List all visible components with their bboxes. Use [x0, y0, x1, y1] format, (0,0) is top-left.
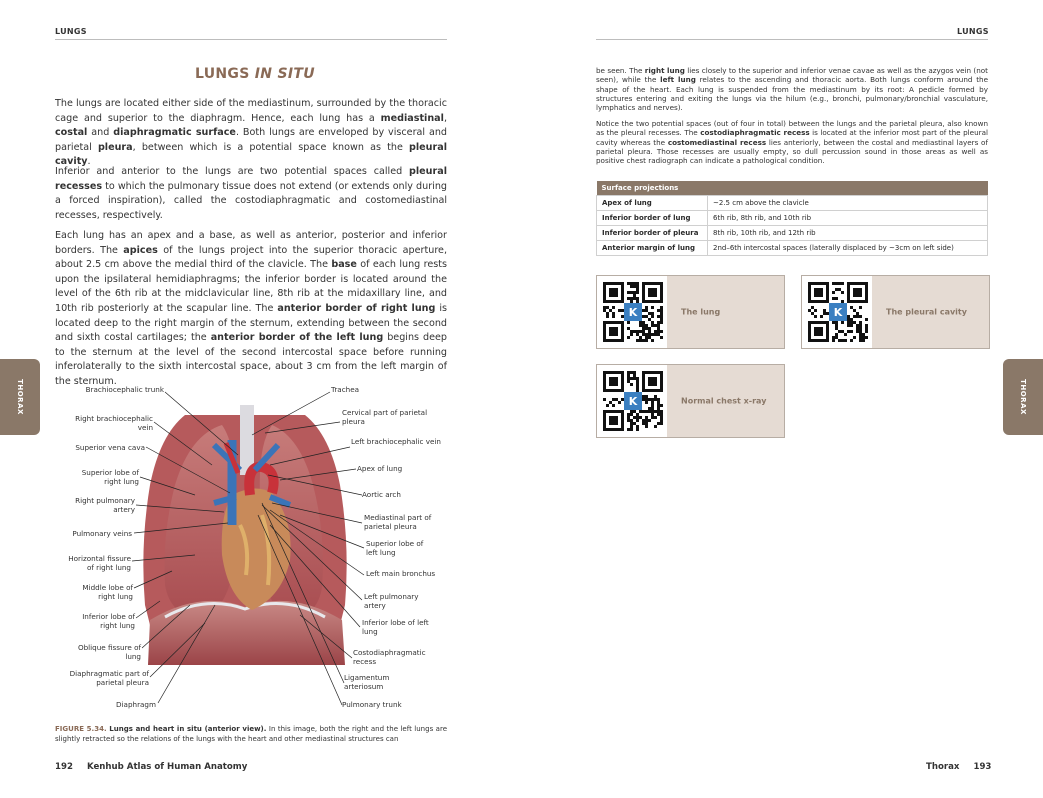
kenhub-badge-icon [624, 392, 642, 410]
label-trachea: Trachea [331, 385, 360, 394]
section-title: LUNGS IN SITU [195, 66, 315, 82]
left-running-header: LUNGS [55, 27, 87, 36]
trachea-shape [240, 405, 254, 475]
kenhub-badge-letter: K [834, 306, 843, 319]
qr-card-panel: Normal chest x-ray [667, 365, 784, 437]
surface-projections-table: Surface projections Apex of lung~2.5 cm … [596, 181, 988, 256]
table-cell-value: 6th rib, 8th rib, and 10th rib [707, 210, 988, 226]
section-title-italic: IN SITU [254, 66, 315, 82]
label-right-pulmonary-artery: Right pulmonary artery [75, 496, 135, 514]
figure-number: FIGURE 5.34. [55, 725, 107, 733]
label-middle-lobe: Middle lobe of right lung [82, 583, 133, 601]
label-mediastinal-pleura: Mediastinal part of parietal pleura [364, 513, 432, 531]
qr-card-label: Normal chest x-ray [681, 396, 767, 406]
left-paragraph-3: Each lung has an apex and a base, as wel… [55, 230, 448, 387]
aorta-shape [244, 461, 279, 496]
diaphragm-shape [148, 600, 345, 665]
kenhub-badge-icon [829, 303, 847, 321]
qr-card-panel: The pleural cavity [872, 276, 989, 348]
figure-caption-text: In this image, both the right and the le… [55, 725, 448, 743]
qr-card-pleural-cavity[interactable]: K The pleural cavity [801, 275, 990, 349]
label-inferior-lobe-left: Inferior lobe of left lung [362, 618, 429, 636]
label-diaphragm: Diaphragm [116, 700, 156, 709]
right-thorax-tab[interactable]: THORAX [1003, 359, 1043, 435]
right-footer-chapter: Thorax [926, 762, 960, 772]
right-lung [164, 425, 236, 620]
label-left-brachiocephalic-vein: Left brachiocephalic vein [351, 437, 441, 446]
label-horizontal-fissure: Horizontal fissure of right lung [68, 554, 131, 572]
qr-code-icon: K [808, 282, 868, 342]
section-title-main: LUNGS [195, 66, 255, 82]
left-footer-book-title: Kenhub Atlas of Human Anatomy [86, 762, 248, 772]
right-page-number: 193 [973, 762, 992, 772]
label-pulmonary-trunk: Pulmonary trunk [342, 700, 402, 709]
left-thorax-tab[interactable]: THORAX [0, 359, 40, 435]
label-superior-lobe-right-lung: Superior lobe of right lung [81, 468, 139, 486]
right-paragraph-1: be seen. The right lung lies closely to … [596, 66, 988, 113]
right-running-header: LUNGS [957, 27, 989, 36]
qr-code-icon: K [603, 371, 663, 431]
label-apex-of-lung: Apex of lung [357, 464, 403, 473]
table-cell-value: 8th rib, 10th rib, and 12th rib [707, 225, 988, 241]
label-cervical-pleura: Cervical part of parietal pleura [342, 408, 428, 426]
qr-card-the-lung[interactable]: K The lung [596, 275, 785, 349]
left-header-rule [55, 39, 447, 40]
label-pulmonary-veins: Pulmonary veins [72, 529, 132, 538]
kenhub-badge-icon [624, 303, 642, 321]
kenhub-badge-letter: K [629, 395, 638, 408]
kenhub-badge-letter: K [629, 306, 638, 319]
label-costodiaphragmatic-recess: Costodiaphragmatic recess [353, 648, 426, 666]
qr-code-icon: K [603, 282, 663, 342]
right-footer: Thorax 193 [926, 762, 991, 772]
table-cell-key: Anterior margin of lung [596, 240, 708, 256]
left-paragraph-2: Inferior and anterior to the lungs are t… [55, 166, 447, 221]
qr-card-normal-chest-xray[interactable]: K Normal chest x-ray [596, 364, 785, 438]
label-oblique-fissure: Oblique fissure of lung [77, 643, 141, 661]
label-diaphragmatic-pleura: Diaphragmatic part of parietal pleura [69, 669, 149, 687]
label-ligamentum-arteriosum: Ligamentum arteriosum [344, 673, 390, 691]
right-header-rule [596, 39, 988, 40]
qr-card-label: The pleural cavity [886, 307, 967, 317]
label-superior-vena-cava: Superior vena cava [75, 443, 145, 452]
label-inferior-lobe-right: Inferior lobe of right lung [82, 612, 135, 630]
label-superior-lobe-left: Superior lobe of left lung [366, 539, 424, 557]
qr-card-panel: The lung [667, 276, 784, 348]
left-page-number: 192 [55, 762, 73, 772]
label-left-pulmonary-artery: Left pulmonary artery [364, 592, 419, 610]
figure-caption: FIGURE 5.34. Lungs and heart in situ (an… [55, 725, 447, 744]
table-cell-value: ~2.5 cm above the clavicle [707, 195, 988, 211]
table-header: Surface projections [596, 181, 988, 196]
label-aortic-arch: Aortic arch [362, 490, 401, 499]
table-cell-key: Apex of lung [596, 195, 708, 211]
table-cell-key: Inferior border of pleura [596, 225, 708, 241]
right-thorax-tab-label: THORAX [1019, 379, 1027, 415]
right-paragraph-2: Notice the two potential spaces (out of … [596, 119, 988, 166]
table-cell-key: Inferior border of lung [596, 210, 708, 226]
label-left-main-bronchus: Left main bronchus [366, 569, 436, 578]
label-brachiocephalic-trunk: Brachiocephalic trunk [85, 385, 164, 394]
qr-card-label: The lung [681, 307, 721, 317]
label-right-brachiocephalic-vein: Right brachiocephalic vein [75, 414, 153, 432]
left-footer: 192 Kenhub Atlas of Human Anatomy [55, 762, 247, 772]
left-paragraph-1: The lungs are located either side of the… [55, 98, 447, 168]
heart [221, 488, 291, 610]
lungs-heart-illustration [131, 391, 365, 706]
figure-caption-title: Lungs and heart in situ (anterior view). [106, 725, 267, 733]
table-cell-value: 2nd–6th intercostal spaces (laterally di… [707, 240, 988, 256]
table-row: Apex of lung~2.5 cm above the clavicle [596, 195, 988, 211]
